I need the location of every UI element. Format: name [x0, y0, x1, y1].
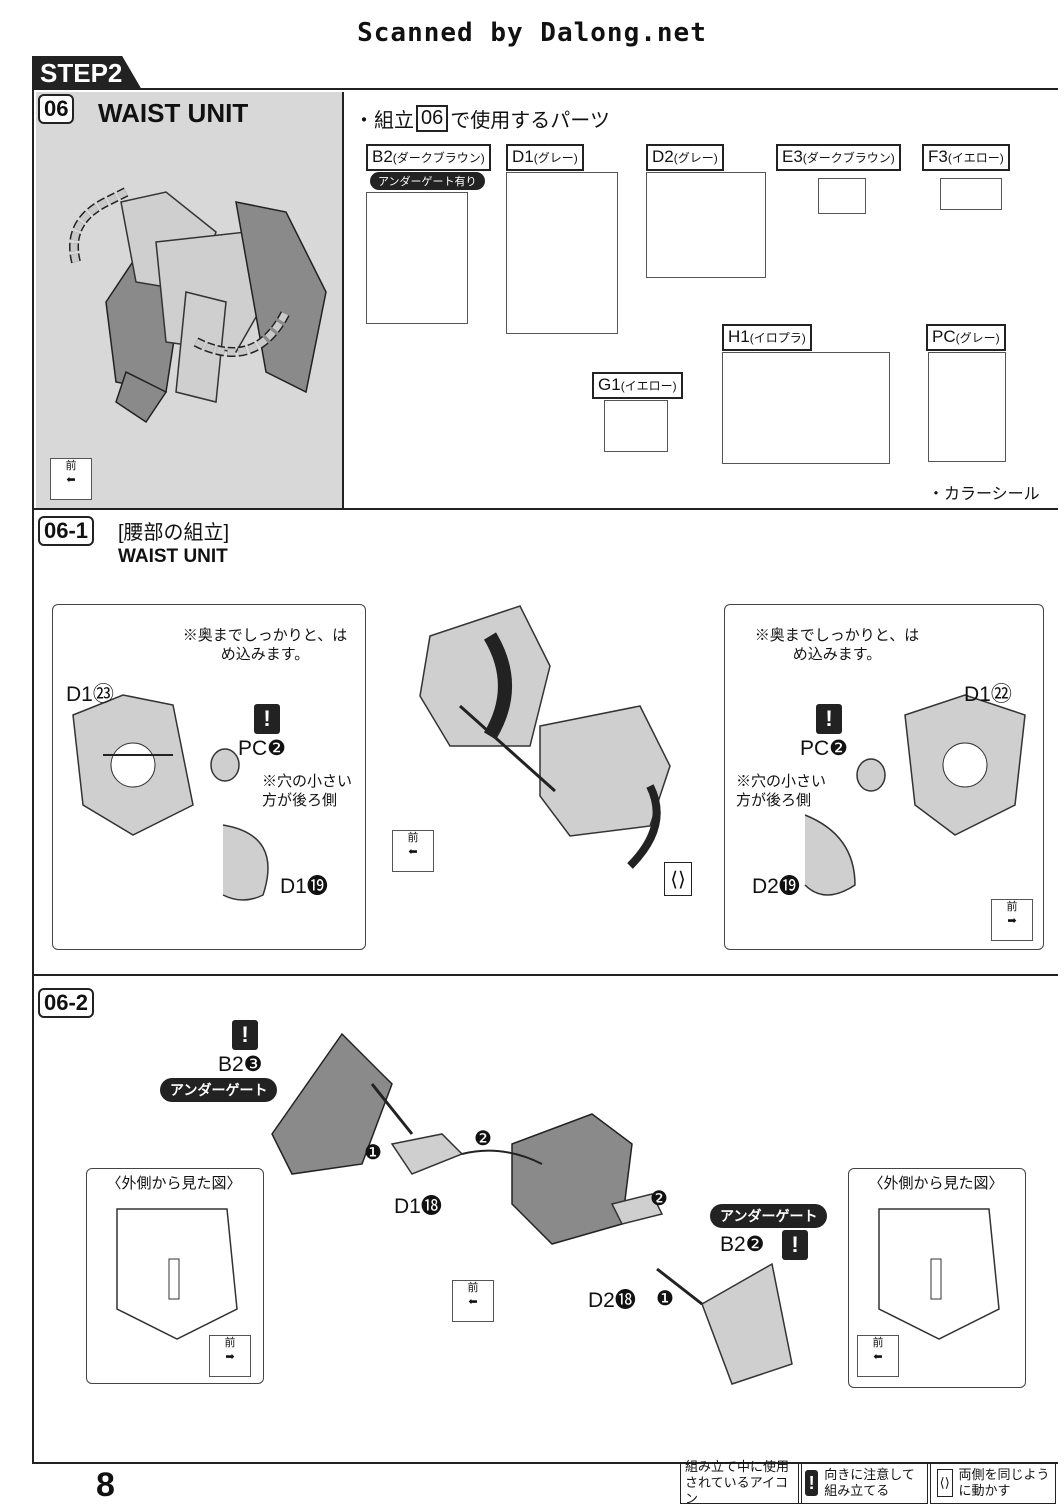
both-sides-icon: ⟨⟩: [664, 862, 692, 896]
runner-tag-b2: B2(ダークブラウン): [366, 144, 491, 171]
runner-f3-illustration: [940, 178, 1002, 210]
parts-heading-suffix: で使用するパーツ: [450, 110, 610, 132]
parts-heading: ・組立 06 で使用するパーツ: [354, 104, 610, 133]
legend-both-sides: ⟨⟩ 両側を同じように動かす: [930, 1462, 1056, 1504]
legend-both-sides-text: 両側を同じように動かす: [958, 1467, 1050, 1498]
runner-pc-illustration: [928, 352, 1006, 462]
runner-g1-illustration: [604, 400, 668, 452]
runner-tag-e3: E3(ダークブラウン): [776, 144, 901, 171]
step2-marker-right: ❷: [650, 1186, 668, 1210]
section-title-jp: [腰部の組立]: [118, 522, 230, 544]
right-waist-detail-panel: 前➡: [724, 604, 1044, 950]
legend-caution-icon: !: [805, 1470, 819, 1496]
footer-divider: [32, 1462, 1058, 1464]
waist-unit-illustration: [69, 187, 327, 424]
legend-title: 組み立て中に使用されているアイコン: [680, 1459, 802, 1506]
waist-armor-assembly-drawing: [271, 1032, 793, 1385]
waist-unit-preview-panel: 前⬅: [36, 92, 342, 508]
under-gate-label-right: アンダーゲート: [710, 1204, 828, 1228]
right-waist-parts-drawing: [804, 694, 1026, 896]
runner-tag-g1: G1(イエロー): [592, 372, 683, 399]
color-seal-note: ・カラーシール: [928, 486, 1040, 503]
left-outside-view-drawing: [116, 1208, 238, 1340]
part-b2-2: B2❷: [720, 1233, 765, 1256]
runner-h1-illustration: [722, 352, 890, 464]
part-d1-18: D1⓲: [394, 1195, 442, 1218]
step1-marker-right: ❶: [656, 1286, 674, 1310]
left-hole-note: ※穴の小さい方が後ろ側: [262, 773, 353, 809]
page-border: [32, 88, 1060, 1463]
right-front-direction-icon: 前➡: [991, 899, 1033, 941]
front-direction-icon: 前⬅: [50, 458, 92, 500]
legend-both-sides-icon: ⟨⟩: [937, 1469, 953, 1497]
section-title-en: WAIST UNIT: [118, 546, 228, 567]
section-number-06-2: 06-2: [38, 988, 95, 1018]
runner-d2-illustration: [646, 172, 766, 278]
section06-divider: [342, 92, 344, 508]
right-hole-note: ※穴の小さい方が後ろ側: [736, 773, 827, 809]
runner-tag-d1: D1(グレー): [506, 144, 584, 171]
runner-tag-d2: D2(グレー): [646, 144, 724, 171]
legend-caution: ! 向きに注意して組み立てる: [798, 1462, 928, 1504]
left-outside-view-panel: 前➡: [86, 1168, 264, 1384]
left-part-d1-23: D1㉓: [66, 683, 114, 706]
center-front-icon-06-2: 前⬅: [452, 1280, 494, 1322]
section-number-06: 06: [38, 94, 75, 124]
top-caution-icon: !: [232, 1020, 258, 1050]
section-title-waist-unit: WAIST UNIT: [98, 98, 249, 128]
center-waist-assembly-drawing: [419, 605, 671, 869]
left-waist-parts-drawing: [72, 694, 269, 901]
right-outside-front-icon: 前⬅: [857, 1335, 899, 1377]
section06-bottom-divider: [34, 508, 1058, 510]
runner-tag-h1: H1(イロプラ): [722, 324, 812, 351]
section06-1-bottom-divider: [34, 974, 1058, 976]
scanned-by-header: Scanned by Dalong.net: [357, 18, 707, 48]
page-number: 8: [96, 1466, 115, 1504]
center-front-direction-icon: 前⬅: [392, 830, 434, 872]
step-label: STEP2: [32, 56, 142, 90]
legend-caution-text: 向きに注意して組み立てる: [824, 1467, 915, 1498]
part-b2-3: B2❸: [218, 1053, 263, 1076]
step-divider: [140, 88, 1058, 90]
runner-d1-illustration: [506, 172, 618, 334]
part-d2-18: D2⓲: [588, 1289, 636, 1312]
right-part-d2-19: D2⓳: [752, 875, 800, 898]
right-outside-view-label: 〈外側から見た図〉: [868, 1175, 1004, 1192]
parts-heading-number: 06: [416, 105, 449, 132]
right-caution-icon: !: [816, 704, 842, 734]
right-outside-view-drawing: [878, 1208, 1000, 1340]
left-outside-view-label: 〈外側から見た図〉: [106, 1175, 242, 1192]
section-number-06-1: 06-1: [38, 516, 95, 546]
step2-marker-left: ❷: [474, 1126, 492, 1150]
right-pc-label: PC❷: [800, 737, 848, 760]
parts-heading-prefix: ・組立: [354, 110, 414, 132]
right-caution-icon-06-2: !: [782, 1230, 808, 1260]
left-waist-detail-panel: [52, 604, 366, 950]
runner-tag-pc: PC(グレー): [926, 324, 1006, 351]
left-part-d1-19: D1⓳: [280, 875, 328, 898]
left-insert-note: ※奥までしっかりと、はめ込みます。: [182, 627, 348, 663]
right-part-d1-22: D1㉒: [964, 683, 1012, 706]
right-outside-view-panel: 前⬅: [848, 1168, 1026, 1388]
left-caution-icon: !: [254, 704, 280, 734]
step1-marker-left: ❶: [364, 1140, 382, 1164]
under-gate-label-left: アンダーゲート: [160, 1078, 278, 1102]
runner-b2-illustration: [366, 192, 468, 324]
legend-title-text: 組み立て中に使用されているアイコン: [685, 1459, 790, 1506]
right-insert-note: ※奥までしっかりと、はめ込みます。: [754, 627, 920, 663]
left-outside-front-icon: 前➡: [209, 1335, 251, 1377]
left-pc-label: PC❷: [238, 737, 286, 760]
runner-tag-f3: F3(イエロー): [922, 144, 1010, 171]
under-gate-note: アンダーゲート有り: [370, 172, 485, 190]
runner-e3-illustration: [818, 178, 866, 214]
